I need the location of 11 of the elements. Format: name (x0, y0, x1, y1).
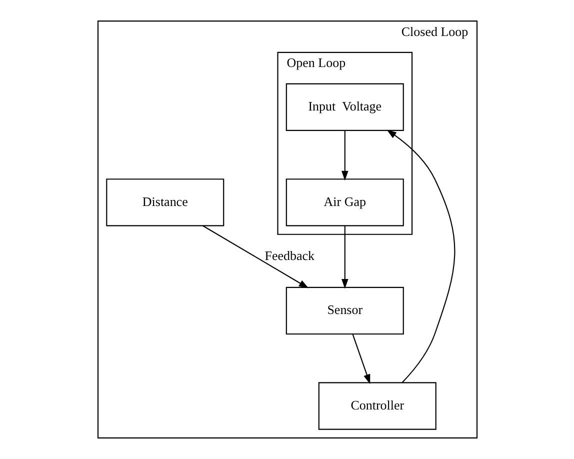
node-box: Air Gap (285, 178, 404, 226)
arrow (352, 334, 370, 384)
node-box: Distance (106, 178, 224, 226)
node-box: Controller (318, 382, 436, 430)
arrow (202, 225, 308, 288)
node-box: Sensor (285, 286, 404, 335)
arrow (340, 130, 348, 181)
edge-label: Feedback (264, 248, 314, 263)
arrow (340, 226, 348, 289)
node-box: Input Voltage (285, 83, 404, 131)
arrow (386, 130, 455, 383)
